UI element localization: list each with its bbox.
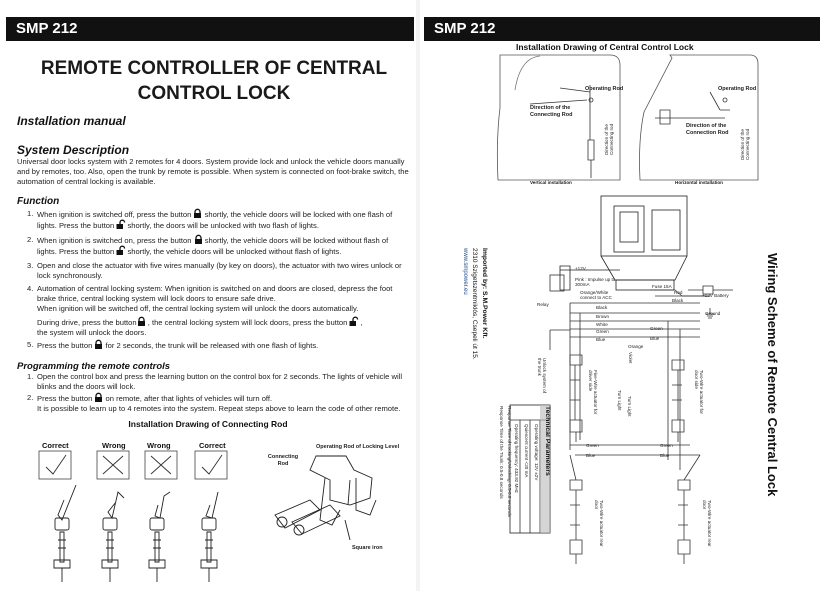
tech-params-heading: Technical Parameters: [544, 406, 551, 476]
two-wire-actuator-label-2: Two-Wire actuator rear door: [593, 500, 604, 547]
tech-param-row: Operating voltage: 12V ±2V: [534, 424, 539, 481]
cross-icon: [102, 455, 124, 475]
function-item-3: 3.Open and close the actuator with five …: [27, 261, 402, 281]
central-lock-drawing-title: Installation Drawing of Central Control …: [516, 42, 694, 52]
horizontal-direction-label: Direction of the Connecting rod: [740, 128, 751, 160]
actuator-2: [101, 491, 125, 582]
tech-param-row: Quiescent current <20 mA: [524, 424, 529, 478]
right-header-bar: SMP 212: [424, 17, 820, 41]
trunk-icon: [94, 339, 103, 349]
check-icon: [45, 454, 67, 475]
wire-black-label-2: Black: [596, 305, 608, 310]
wiring-scheme-title: Wiring Scheme of Remote Central Lock: [765, 253, 780, 497]
connecting-rod-title: Installation Drawing of Connecting Rod: [128, 419, 288, 429]
wire-blue-label-1: Blue: [596, 337, 606, 342]
operating-rod-label-1: Operating Rod: [585, 86, 624, 92]
importer-line1: Imported by: S.M.Power Kft.: [481, 248, 488, 339]
wire-blue-label-3: Blue: [586, 453, 596, 458]
wire-red-label: Red: [674, 290, 683, 295]
importer-line2: 2310 Szigetszentmiklós, Csepeli út 15.: [471, 248, 478, 360]
wire-white-label: White: [596, 322, 608, 327]
unlock-trunk-label: Unlock system of the trunk: [536, 358, 547, 393]
wire-plus12-label: +12V: [575, 266, 586, 271]
connecting-rod-drawing: [38, 450, 377, 582]
operating-rod-label: Operating Rod of Locking Level: [316, 444, 400, 450]
wire-green-label-1: Green: [596, 329, 609, 334]
operating-rod-label-2: Operating Rod: [718, 86, 757, 92]
label-correct-2: Correct: [199, 441, 226, 450]
unlock-icon: [116, 245, 126, 256]
tech-param-row: Response Time of the Trunk: 0.5-0.8 seco…: [499, 406, 504, 499]
actuator-3: [148, 491, 171, 582]
system-description-heading: System Description: [17, 143, 130, 157]
direction-connecting-rod-label: Direction of the Connecting Rod: [530, 105, 573, 118]
wire-orange-white-label: Orange/White connect to ACC: [580, 290, 612, 301]
left-page: SMP 212 REMOTE CONTROLLER OF CENTRAL CON…: [0, 0, 416, 591]
wire-green-label-2: Green: [650, 326, 663, 331]
programming-heading: Programming the remote controls: [17, 361, 171, 372]
wire-black-label-1: Black: [672, 298, 684, 303]
wire-violet-label: Violet: [628, 352, 633, 364]
two-wire-actuator-label-1: Two-Wire actuator for door side: [693, 370, 704, 414]
connecting-rod-label: Connecting Rod: [267, 454, 299, 467]
label-wrong-1: Wrong: [102, 441, 126, 450]
programming-item-2: 2.Press the button on remote, after that…: [27, 392, 401, 414]
page-title: REMOTE CONTROLLER OF CENTRAL CONTROL LOC…: [40, 58, 388, 104]
lock-mechanism-drawing: [274, 455, 377, 541]
label-wrong-2: Wrong: [147, 441, 171, 450]
direction-connection-rod-label: Direction of the Connection Rod: [686, 123, 729, 136]
central-lock-installation-drawing: [496, 54, 759, 564]
ground-label: Ground: [705, 311, 721, 316]
five-wire-actuator-label: Five-Wire actuator for driver side: [587, 370, 598, 415]
horizontal-installation-label: Horizontal installation: [675, 180, 723, 185]
wire-green-label-4: Green: [660, 443, 673, 448]
function-item-5: 5.Press the button for 2 seconds, the tr…: [27, 339, 319, 350]
lock-icon: [94, 392, 103, 402]
battery-label: +12V Battery: [702, 293, 729, 298]
label-correct-1: Correct: [42, 441, 69, 450]
programming-item-1: 1.Open the control box and press the lea…: [27, 372, 403, 392]
lock-icon: [137, 316, 146, 326]
function-heading: Function: [17, 196, 60, 207]
lock-icon: [194, 234, 203, 244]
function-item-1: 1.When ignition is switched off, press t…: [27, 208, 393, 231]
turn-light-label-2: Turn Light: [627, 396, 632, 417]
square-iron-label: Square iron: [352, 545, 383, 551]
turn-light-label-1: Turn Light: [617, 390, 622, 411]
relay-label: Relay: [537, 302, 549, 307]
wire-brown-label: Brown: [596, 314, 610, 319]
wire-pink-label: Pink : Impulse up to 300mA: [575, 277, 616, 288]
tech-param-row: Operating frequency: 433.92 MHz: [514, 424, 519, 493]
unlock-icon: [349, 316, 359, 326]
wire-blue-label-4: Blue: [660, 453, 670, 458]
unlock-icon: [116, 219, 126, 230]
right-page: SMP 212 Installation Drawing of Central …: [420, 0, 828, 591]
vertical-installation-label: Vertical installation: [530, 180, 572, 185]
two-wire-actuator-label-3: Two-Wire actuator rear door: [701, 500, 712, 547]
check-icon: [201, 454, 223, 475]
system-description-text: Universal door locks system with 2 remot…: [17, 157, 409, 187]
function-item-4: 4.Automation of central locking system: …: [27, 284, 393, 337]
cross-icon: [150, 455, 172, 475]
wire-blue-label-2: Blue: [650, 336, 660, 341]
vertical-direction-label: Direction of the Connecting rod: [604, 123, 615, 155]
left-header-bar: SMP 212: [6, 17, 414, 41]
importer-website: www.smpower.eu: [462, 248, 468, 295]
install-manual-heading: Installation manual: [17, 114, 126, 128]
wire-green-label-3: Green: [586, 443, 599, 448]
actuator-4: [200, 491, 219, 582]
actuator-1: [53, 484, 77, 582]
tech-param-row: Response Time of Locking/Unlocking: 0.5-…: [507, 406, 512, 517]
function-item-2: 2.When ignition is switched on, press th…: [27, 234, 389, 257]
fuse-label: Fuse 15A: [652, 284, 672, 289]
wire-orange-label: Orange: [628, 344, 644, 349]
lock-icon: [193, 208, 202, 218]
